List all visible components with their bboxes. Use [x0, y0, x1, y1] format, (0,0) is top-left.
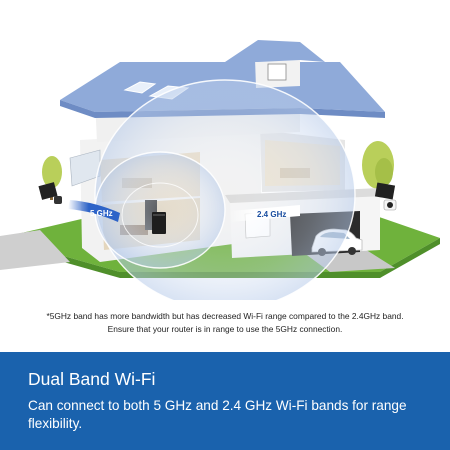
camera-right-icon [374, 182, 397, 211]
band-5ghz-ribbon: 5 GHz [68, 200, 120, 222]
footnote-line-1: *5GHz band has more bandwidth but has de… [46, 311, 404, 321]
roof-tower-window [267, 63, 287, 81]
feature-banner: Dual Band Wi-Fi Can connect to both 5 GH… [0, 352, 450, 450]
band-24ghz-ribbon: 2.4 GHz [230, 205, 300, 222]
router-icon [152, 212, 166, 234]
house-illustration: 5 GHz 2.4 GHz [0, 40, 440, 300]
signal-range-5ghz-inner [121, 182, 199, 248]
footnote: *5GHz band has more bandwidth but has de… [0, 310, 450, 336]
banner-title: Dual Band Wi-Fi [28, 369, 156, 389]
band-24ghz-label: 2.4 GHz [257, 210, 286, 219]
pavement [0, 230, 70, 270]
camera-left-icon [38, 182, 62, 204]
banner-description: Can connect to both 5 GHz and 2.4 GHz Wi… [28, 398, 407, 431]
band-5ghz-label: 5 GHz [90, 209, 113, 218]
signal-range-5ghz [94, 151, 226, 269]
roof-tower-cap [225, 40, 325, 62]
footnote-line-2: Ensure that your router is in range to u… [107, 324, 343, 334]
